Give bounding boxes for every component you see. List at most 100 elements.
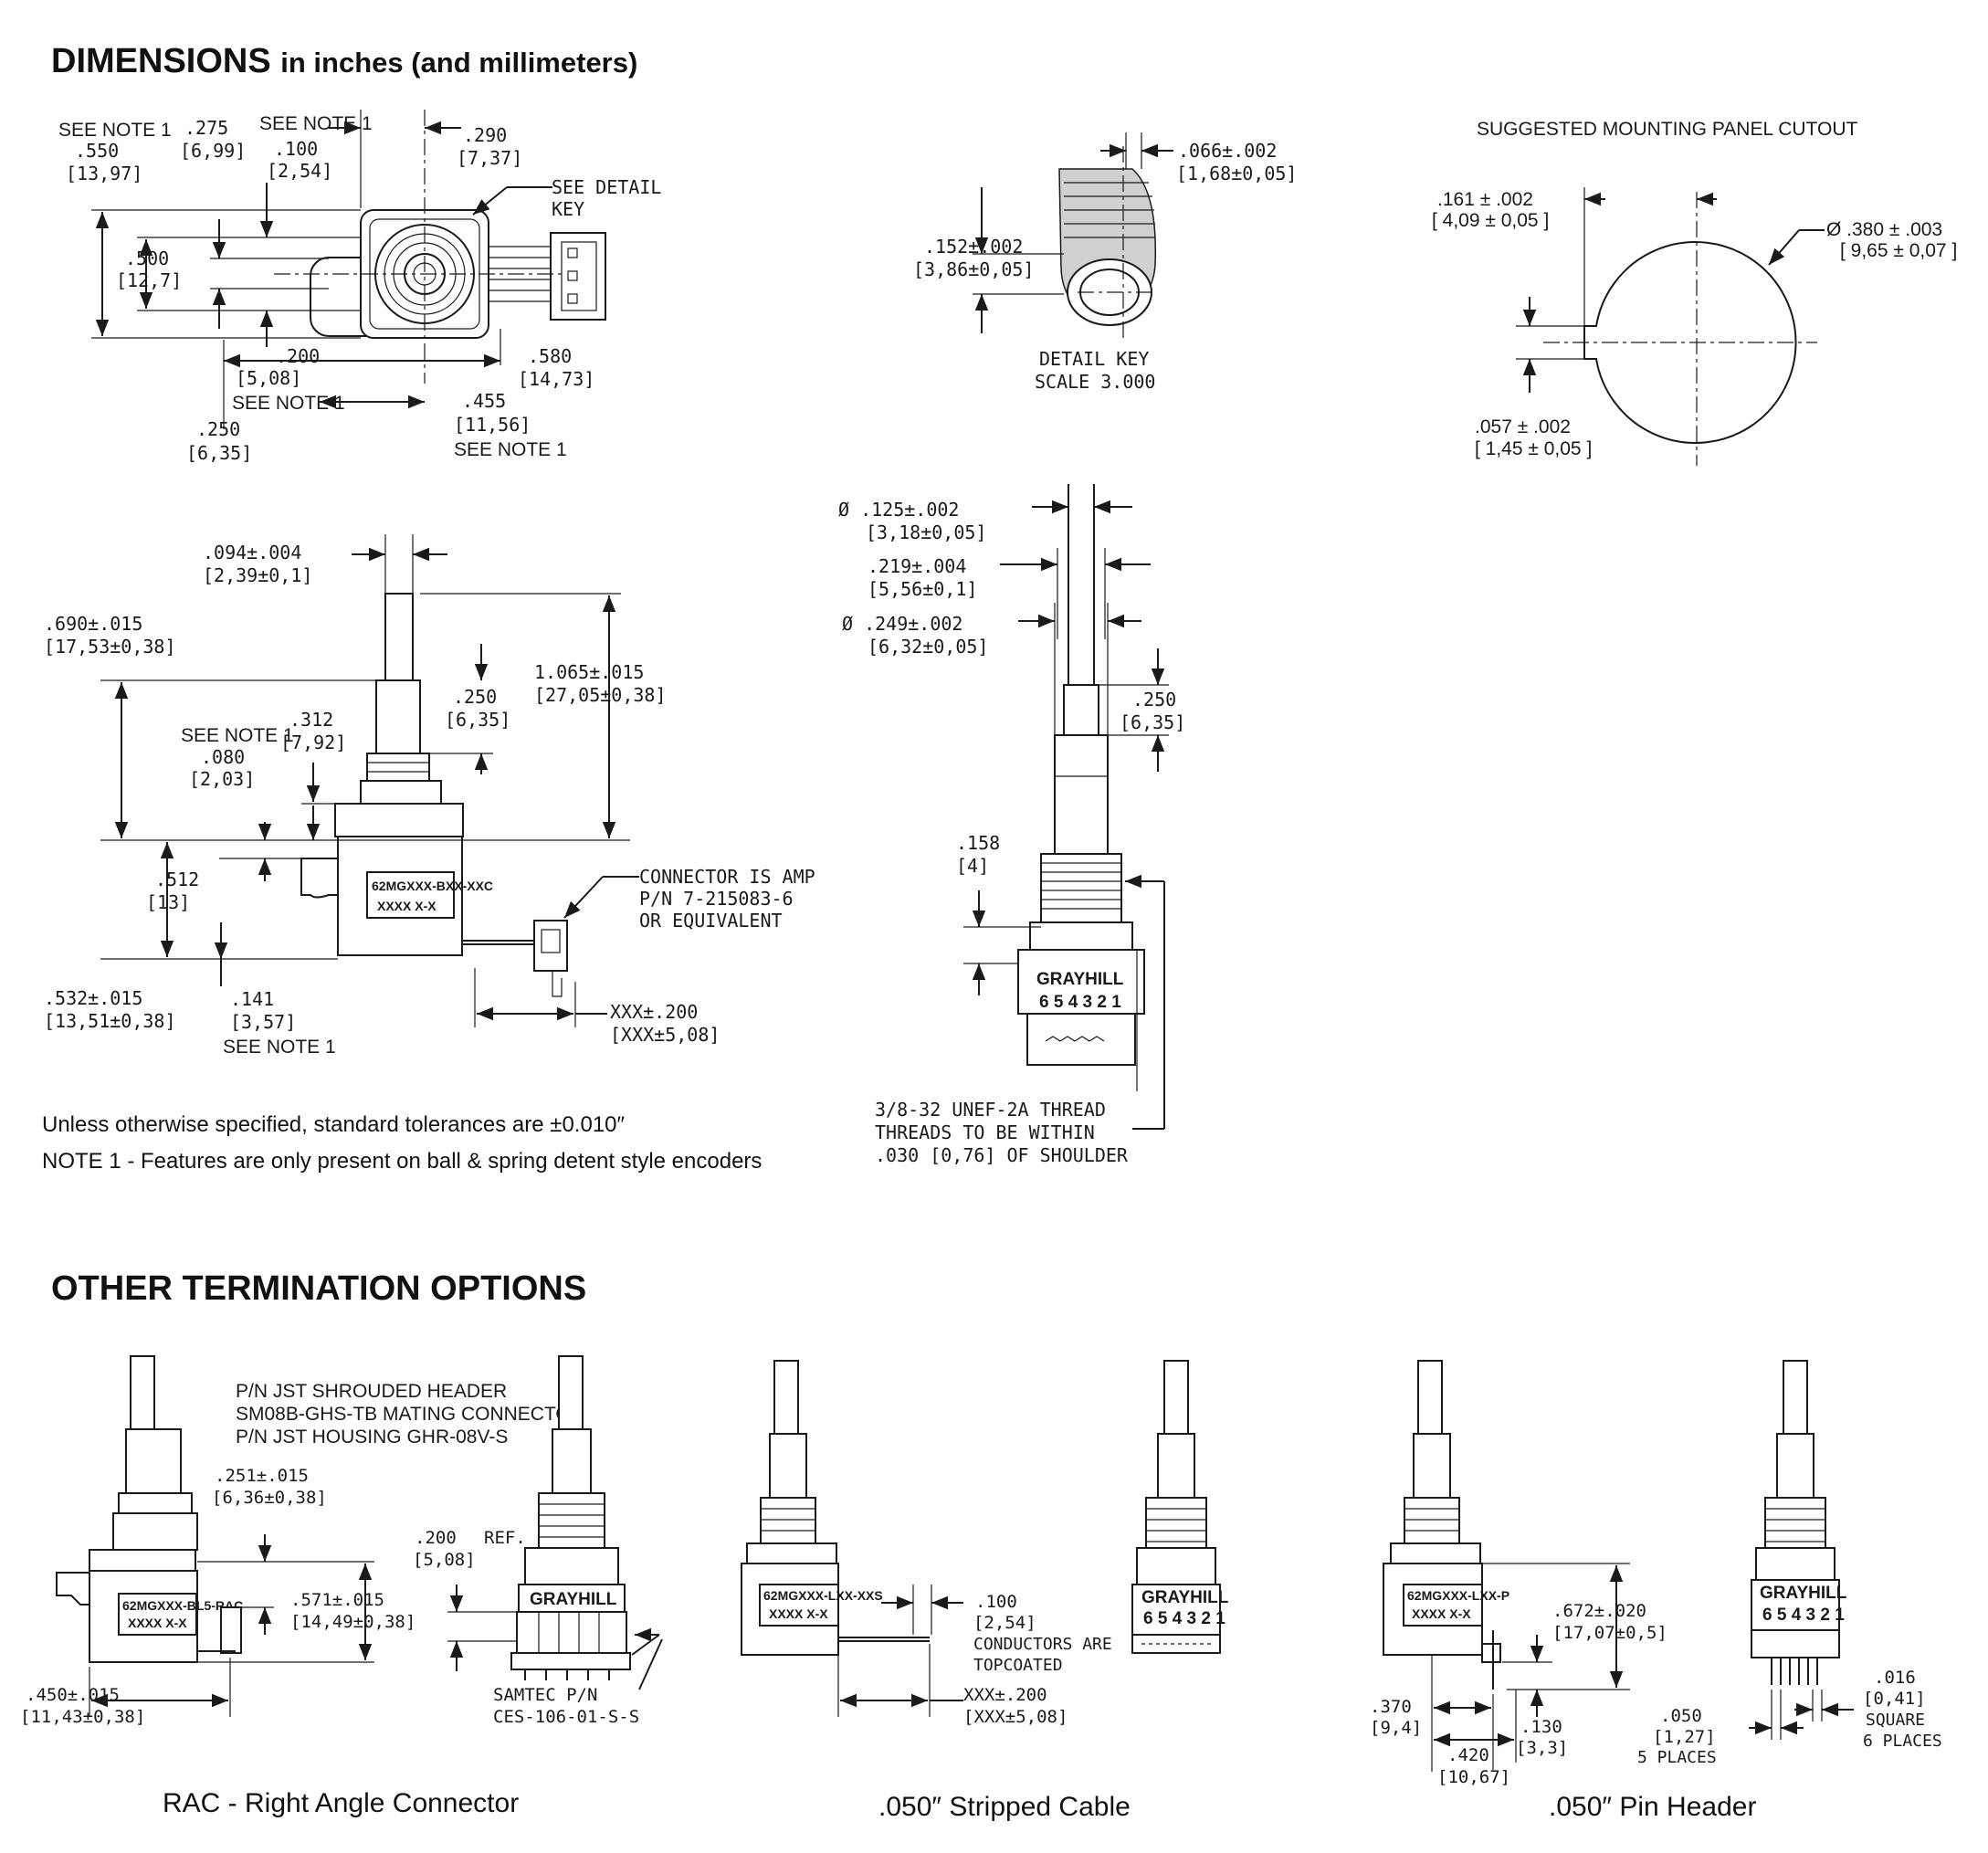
top-view-d275-mm-label: [6,99] (180, 140, 246, 162)
cutout-d380-label: Ø .380 ± .003 (1826, 219, 1942, 240)
dimensions-heading: DIMENSIONS in inches (and millimeters) (51, 42, 637, 81)
side-view-d080-mm-label: [2,03] (189, 768, 255, 790)
top-view-d500-mm-label: [12,7] (116, 269, 182, 291)
front-view-thread-3-label: .030 [0,76] OF SHOULDER (875, 1144, 1129, 1166)
side-view-see-note-1-label: SEE NOTE 1 (181, 725, 294, 746)
side-view-d690-mm-label: [17,53±0,38] (44, 636, 176, 658)
stripped-pins-label: 6 5 4 3 2 1 (1143, 1609, 1225, 1628)
top-view-d580-label: .580 (528, 345, 572, 367)
front-view-d219-label: .219±.004 (868, 555, 966, 577)
front-view-d249-mm-label: [6,32±0,05] (868, 636, 988, 658)
detail-key-title-label: DETAIL KEY (1039, 348, 1149, 370)
stripped-topcoat-1-label: CONDUCTORS ARE (973, 1635, 1112, 1654)
pinheader-d050-label: .050 (1660, 1706, 1702, 1726)
side-view-d141-label: .141 (230, 988, 274, 1010)
stripped-front: GRAYHILL 6 5 4 3 2 1 (1131, 1360, 1229, 1654)
pinheader-front: GRAYHILL 6 5 4 3 2 1 .050 [1,27] 5 PLACE… (1637, 1360, 1942, 1767)
detail-key-scale-label: SCALE 3.000 (1035, 371, 1155, 393)
front-view-brand-label: GRAYHILL (1036, 970, 1124, 989)
side-view: 62MGXXX-BXX-XXC XXXX X-X .094±.004 [2,39… (44, 534, 815, 1058)
front-view: GRAYHILL 6 5 4 3 2 1 Ø .125±.002 [3,18±0… (838, 484, 1185, 1166)
dimensions-subtitle: in inches (and millimeters) (280, 47, 638, 79)
front-view-d249-label: Ø .249±.002 (842, 613, 962, 635)
side-view-d1065-label: 1.065±.015 (534, 661, 644, 683)
stripped-topcoat-2-label: TOPCOATED (973, 1656, 1063, 1675)
rac-d571-mm-label: [14,49±0,38] (290, 1612, 415, 1632)
top-view: SEE NOTE 1 .275 [6,99] SEE NOTE 1 .100 [… (58, 110, 661, 464)
stripped-dxxx-label: XXX±.200 (963, 1685, 1047, 1705)
side-view-label-code-label: 62MGXXX-BXX-XXC (372, 879, 493, 893)
side-view-d532-mm-label: [13,51±0,38] (44, 1010, 176, 1032)
side-view-connector-3-label: OR EQUIVALENT (639, 910, 783, 932)
front-view-d125-label: Ø .125±.002 (838, 499, 959, 521)
top-view-d550-mm-label: [13,97] (66, 163, 142, 184)
stripped-brand-label: GRAYHILL (1141, 1588, 1229, 1607)
front-view-d125-mm-label: [3,18±0,05] (866, 521, 986, 543)
top-view-see-note-1-label: SEE NOTE 1 (454, 439, 567, 460)
side-view-d312-mm-label: [7,92] (280, 732, 346, 753)
pinheader-d370-label: .370 (1370, 1697, 1412, 1717)
stripped-label-sub-label: XXXX X-X (769, 1606, 828, 1621)
side-view-d512-label: .512 (155, 869, 199, 890)
stripped-side: 62MGXXX-LXX-XXS XXXX X-X .100 [2,54] CON… (741, 1360, 1112, 1727)
stripped-d100-label: .100 (975, 1592, 1017, 1612)
pinheader-caption: .050″ Pin Header (1549, 1792, 1757, 1822)
rac-d251-label: .251±.015 (215, 1466, 309, 1486)
rac-samtec-2-label: CES-106-01-S-S (493, 1707, 639, 1727)
cutout-d161-mm-label: [ 4,09 ± 0,05 ] (1432, 210, 1549, 231)
tolerance-note: Unless otherwise specified, standard tol… (42, 1112, 626, 1137)
front-view-thread-2-label: THREADS TO BE WITHIN (875, 1121, 1095, 1143)
detail-key-d066-mm-label: [1,68±0,05] (1176, 163, 1297, 184)
top-view-d500-label: .500 (125, 247, 169, 269)
stripped-caption: .050″ Stripped Cable (878, 1792, 1131, 1822)
cutout-d161-label: .161 ± .002 (1437, 189, 1533, 210)
pinheader-side: 62MGXXX-LXX-P XXXX X-X .672±.020 [17,07±… (1370, 1360, 1667, 1787)
top-view-see-note-1-label: SEE NOTE 1 (232, 393, 345, 414)
top-view-d290-label: .290 (463, 124, 507, 146)
side-view-d080-label: .080 (201, 746, 245, 768)
pinheader-places6-label: 6 PLACES (1863, 1732, 1942, 1751)
side-view-d312-label: .312 (289, 709, 333, 731)
top-view-dims (91, 110, 552, 429)
rac-jst-1-label: P/N JST SHROUDED HEADER (236, 1381, 507, 1402)
pinheader-d420-mm-label: [10,67] (1437, 1767, 1510, 1787)
rac-d200-label: .200 (415, 1528, 457, 1548)
side-view-dxxx-label: XXX±.200 (610, 1001, 698, 1023)
top-view-d100-mm-label: [2,54] (267, 160, 332, 182)
side-view-see-note-1-label: SEE NOTE 1 (223, 1037, 336, 1058)
front-view-thread-1-label: 3/8-32 UNEF-2A THREAD (875, 1099, 1106, 1121)
pinheader-pins-label: 6 5 4 3 2 1 (1762, 1606, 1845, 1625)
side-view-d250-label: .250 (453, 686, 497, 708)
side-view-d094-label: .094±.004 (203, 542, 301, 563)
rac-label-sub-label: XXXX X-X (128, 1616, 187, 1630)
top-view-d550-label: .550 (75, 140, 119, 162)
pinheader-label-sub-label: XXXX X-X (1412, 1606, 1471, 1621)
side-view-d250-mm-label: [6,35] (445, 709, 510, 731)
note-1: NOTE 1 - Features are only present on ba… (42, 1149, 763, 1174)
side-view-connector-1-label: CONNECTOR IS AMP (639, 866, 815, 888)
rac-caption: RAC - Right Angle Connector (163, 1788, 520, 1818)
top-view-see-detail-label: SEE DETAIL (552, 176, 661, 198)
top-view-d250-label: .250 (196, 418, 240, 440)
detail-key-d152-label: .152±.002 (924, 236, 1023, 258)
rac-d251-mm-label: [6,36±0,38] (212, 1488, 327, 1508)
top-view-see-note-1-label: SEE NOTE 1 (259, 113, 373, 134)
side-view-d1065-mm-label: [27,05±0,38] (534, 684, 667, 706)
pinheader-d130-label: .130 (1520, 1717, 1562, 1737)
side-view-d690-label: .690±.015 (44, 613, 142, 635)
side-view-label-sub-label: XXXX X-X (377, 899, 437, 913)
side-view-connector-2-label: P/N 7-215083-6 (639, 888, 794, 910)
top-view-d455-label: .455 (462, 390, 506, 412)
other-termination-heading: OTHER TERMINATION OPTIONS (51, 1269, 587, 1308)
cutout-title-label: SUGGESTED MOUNTING PANEL CUTOUT (1477, 119, 1857, 140)
side-view-d141-mm-label: [3,57] (230, 1011, 296, 1033)
rac-jst-3-label: P/N JST HOUSING GHR-08V-S (236, 1427, 508, 1448)
rac-d450-mm-label: [11,43±0,38] (20, 1707, 145, 1727)
side-view-d512-mm-label: [13] (146, 891, 190, 913)
top-view-key-label: KEY (552, 198, 584, 220)
rac-jst-2-label: SM08B-GHS-TB MATING CONNECTOR (236, 1404, 584, 1425)
rac-ref-label: REF. (484, 1528, 526, 1548)
top-view-d250-mm-label: [6,35] (186, 442, 252, 464)
rac-side: 62MGXXX-BL5-RAC XXXX X-X P/N JST SHROUDE… (20, 1355, 584, 1727)
pinheader-d130-mm-label: [3,3] (1516, 1738, 1568, 1758)
